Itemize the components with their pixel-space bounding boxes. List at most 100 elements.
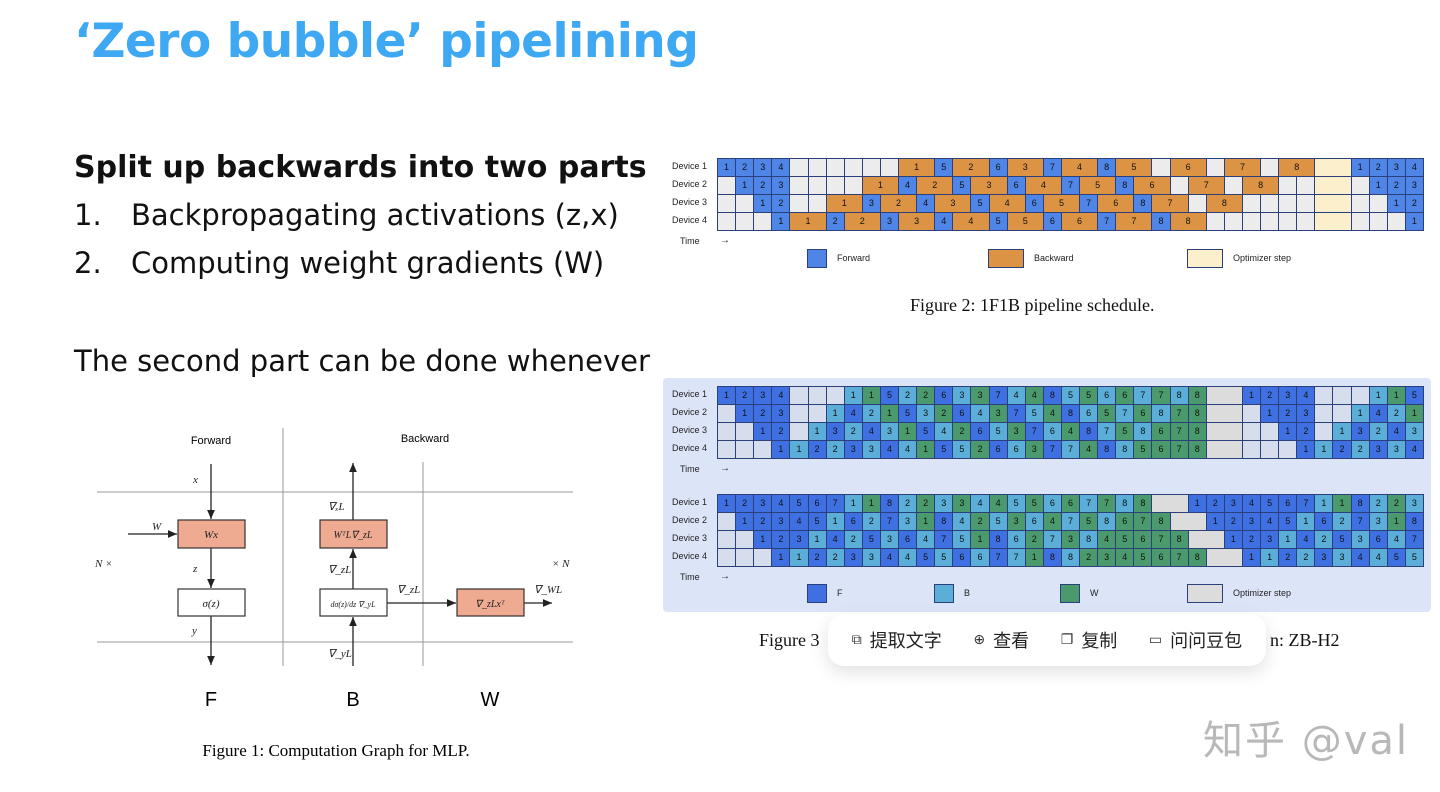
weight-grad-cell: 7 <box>1151 386 1171 405</box>
label-n-left: N × <box>94 558 113 570</box>
forward-cell: 1 <box>1296 440 1316 459</box>
idle-cell <box>1260 422 1280 441</box>
forward-cell: 8 <box>1079 422 1099 441</box>
forward-cell: 2 <box>1223 512 1243 531</box>
extract-text-button[interactable]: ⧉提取文字 <box>852 627 942 653</box>
forward-cell: 2 <box>735 158 755 177</box>
weight-grad-cell: 6 <box>1115 386 1135 405</box>
idle-cell <box>1278 176 1298 195</box>
idle-cell <box>1332 404 1352 423</box>
backward-cell: 2 <box>843 212 881 231</box>
idle-cell <box>1169 176 1189 195</box>
backward-cell: 1 <box>1260 548 1280 567</box>
watermark: 知乎 @val <box>1203 718 1410 764</box>
forward-cell: 8 <box>879 494 900 513</box>
idle-cell <box>825 158 845 177</box>
figure3-caption-right: n: ZB-H2 <box>1270 630 1340 650</box>
forward-cell: 6 <box>988 158 1008 177</box>
idle-cell <box>1205 212 1225 231</box>
forward-cell: 3 <box>1296 404 1316 423</box>
weight-grad-cell: 6 <box>1060 494 1081 513</box>
backward-cell: 4 <box>970 404 990 423</box>
backward-cell: 2 <box>843 530 863 549</box>
forward-cell: 8 <box>1042 548 1062 567</box>
backward-cell: 8 <box>1133 422 1153 441</box>
backward-cell: 2 <box>861 512 881 531</box>
legend-label: F <box>837 588 843 598</box>
forward-cell: 3 <box>771 512 791 531</box>
forward-cell: 5 <box>1386 548 1406 567</box>
extract-text-label: 提取文字 <box>869 631 942 652</box>
idle-cell <box>789 404 809 423</box>
idle-cell <box>717 530 737 549</box>
backward-cell: 3 <box>1332 548 1352 567</box>
forward-cell: 1 <box>717 386 737 405</box>
weight-grad-cell: 5 <box>1097 404 1117 423</box>
backward-cell: 4 <box>898 440 918 459</box>
backward-cell: 4 <box>952 212 990 231</box>
legend-label: W <box>1090 588 1099 598</box>
backward-cell: 3 <box>1006 158 1044 177</box>
backward-cell: 2 <box>1386 404 1406 423</box>
idle-cell <box>1296 212 1316 231</box>
dsigma-box <box>319 588 388 617</box>
forward-cell: 5 <box>1404 386 1424 405</box>
forward-cell: 6 <box>952 404 972 423</box>
optimizer-step-cell <box>1151 494 1189 513</box>
idle-cell <box>1260 440 1280 459</box>
forward-cell: 8 <box>1151 212 1171 231</box>
idle-cell <box>789 158 809 177</box>
backward-column-label: Backward <box>401 433 449 445</box>
forward-cell: 4 <box>1386 422 1406 441</box>
copy-button[interactable]: ❐复制 <box>1061 627 1118 653</box>
forward-cell: 1 <box>735 512 755 531</box>
slide-title: ‘Zero bubble’ pipelining <box>74 14 699 69</box>
backward-cell: 2 <box>1314 530 1334 549</box>
legend-label: Backward <box>1034 253 1074 263</box>
idle-cell <box>717 194 737 213</box>
weight-grad-cell: 6 <box>1133 530 1153 549</box>
forward-cell: 2 <box>771 530 791 549</box>
view-button[interactable]: ⊕查看 <box>973 627 1029 653</box>
forward-cell: 4 <box>1296 386 1316 405</box>
forward-cell: 5 <box>1332 530 1352 549</box>
label-grad-z: ∇_zL <box>328 564 351 576</box>
forward-cell: 6 <box>1368 530 1388 549</box>
backward-cell: 2 <box>825 548 845 567</box>
weight-grad-cell: 2 <box>952 422 972 441</box>
weight-grad-cell: 3 <box>988 404 1008 423</box>
device-label: Device 2 <box>672 515 708 525</box>
forward-cell: 5 <box>934 158 954 177</box>
backward-cell: 5 <box>1079 176 1117 195</box>
forward-cell: 6 <box>970 422 990 441</box>
forward-cell: 7 <box>825 494 845 513</box>
time-arrow-icon: → <box>720 463 730 474</box>
weight-grad-cell: 1 <box>970 530 990 549</box>
forward-cell: 6 <box>988 440 1008 459</box>
backward-cell: 7 <box>1115 404 1135 423</box>
forward-cell: 3 <box>1350 422 1370 441</box>
backward-cell: 3 <box>1386 440 1406 459</box>
forward-cell: 1 <box>1386 194 1406 213</box>
weight-grad-cell: 2 <box>970 512 990 531</box>
weight-grad-cell: 2 <box>916 386 936 405</box>
ask-doubao-button[interactable]: ▭问问豆包 <box>1149 627 1242 653</box>
grid-lines <box>97 428 573 666</box>
forward-cell: 4 <box>1260 512 1280 531</box>
idle-cell <box>807 176 827 195</box>
forward-cell: 1 <box>771 548 791 567</box>
optimizer-step-cell <box>1205 440 1243 459</box>
weight-grad-cell: 5 <box>1079 512 1099 531</box>
idle-cell <box>717 422 737 441</box>
weight-grad-cell: 4 <box>1024 386 1044 405</box>
forward-cell: 7 <box>988 386 1008 405</box>
backward-cell: 5 <box>988 422 1008 441</box>
forward-cell: 7 <box>879 512 900 531</box>
forward-cell: 8 <box>988 530 1008 549</box>
forward-cell: 2 <box>1332 440 1352 459</box>
backward-cell: 3 <box>861 440 881 459</box>
optimizer-step-cell <box>1314 212 1352 231</box>
device-label: Device 1 <box>672 497 708 507</box>
backward-cell: 3 <box>879 422 900 441</box>
forward-cell: 4 <box>934 212 954 231</box>
